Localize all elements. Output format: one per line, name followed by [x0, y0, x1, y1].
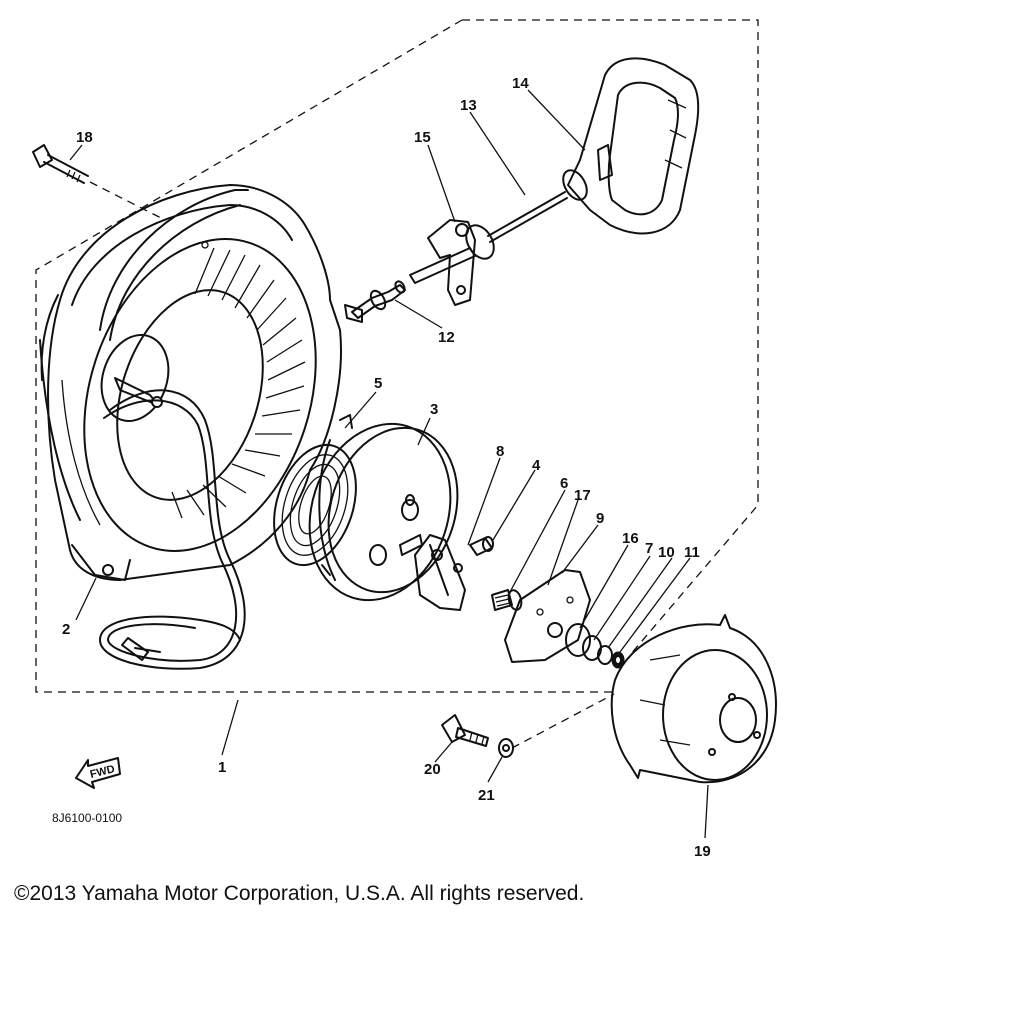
callout-11: 11 [684, 544, 700, 561]
drawing-code: 8J6100-0100 [52, 811, 122, 825]
ratchet-pin [453, 536, 494, 573]
callout-9: 9 [596, 510, 604, 527]
throttle-cable [99, 389, 246, 670]
spring-and-washers [565, 623, 625, 669]
starter-handle [562, 57, 700, 235]
callout-14: 14 [512, 75, 529, 92]
callout-6: 6 [560, 475, 568, 492]
callout-5: 5 [374, 375, 382, 392]
guide-bolt [491, 589, 523, 611]
callout-13: 13 [460, 97, 477, 114]
cover-washer [498, 738, 514, 758]
callout-19: 19 [694, 843, 711, 860]
parts-diagram: FWD 8J6100-0100 1 2 3 4 5 6 7 8 9 10 11 … [32, 19, 777, 860]
callout-18: 18 [76, 129, 93, 146]
callout-16: 16 [622, 530, 639, 547]
ratchet-pawl [399, 534, 466, 611]
callout-7: 7 [645, 540, 653, 557]
callout-2: 2 [62, 621, 70, 638]
starter-housing [39, 184, 363, 581]
callout-1: 1 [218, 759, 226, 776]
starter-cover [610, 614, 777, 784]
rope-pulley [308, 422, 459, 602]
leader-lines [69, 89, 709, 839]
rope-guide-bracket [409, 219, 495, 306]
starter-rope [487, 191, 566, 237]
friction-plate [504, 569, 591, 663]
callout-3: 3 [430, 401, 438, 418]
recoil-spring [273, 414, 357, 567]
callout-17: 17 [574, 487, 591, 504]
callout-8: 8 [496, 443, 504, 460]
callout-4: 4 [532, 457, 541, 474]
callout-10: 10 [658, 544, 675, 561]
callout-15: 15 [414, 129, 431, 146]
assembly-boundary [35, 19, 759, 693]
pivot-shaft [351, 280, 406, 319]
fwd-label: FWD [89, 763, 116, 781]
housing-bolt [32, 144, 89, 184]
callout-21: 21 [478, 787, 495, 804]
cover-bolt [441, 714, 489, 747]
forward-direction-arrow: FWD [75, 757, 121, 789]
callout-20: 20 [424, 761, 441, 778]
copyright-notice: ©2013 Yamaha Motor Corporation, U.S.A. A… [14, 882, 585, 905]
callout-12: 12 [438, 329, 455, 346]
